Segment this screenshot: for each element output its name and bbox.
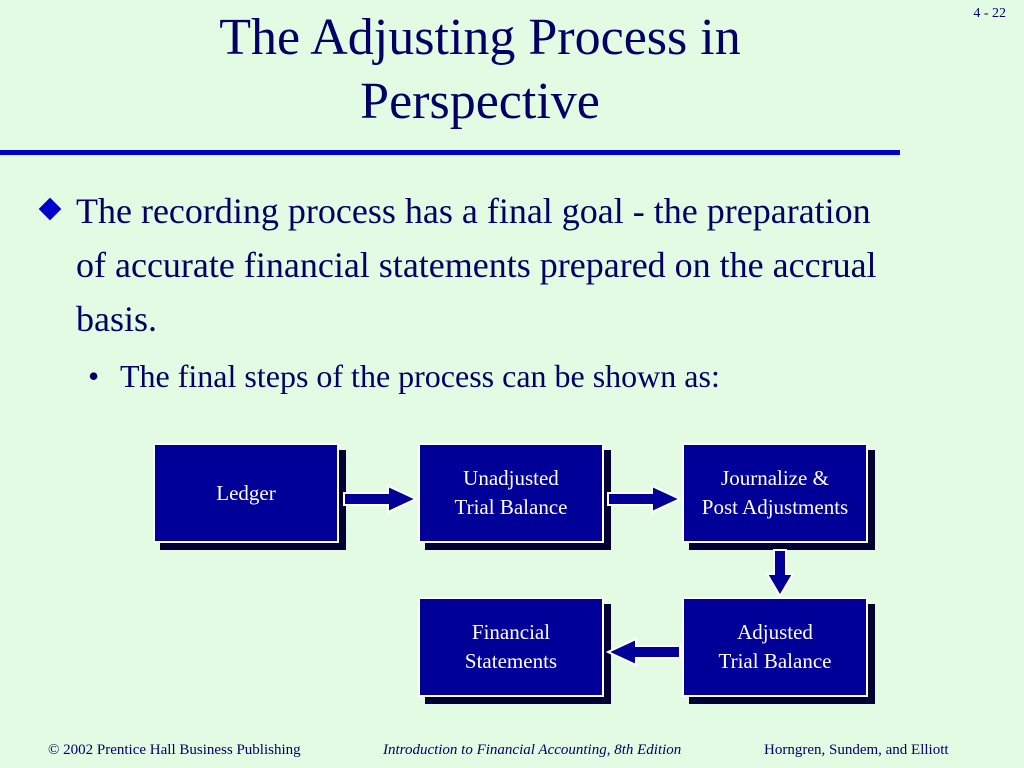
box-unadjusted-trial-balance: Unadjusted Trial Balance [418,443,604,543]
footer-book-title: Introduction to Financial Accounting, 8t… [383,742,682,758]
slide-title: The Adjusting Process in Perspective [0,6,960,134]
title-line-1: The Adjusting Process in [219,9,741,66]
dot-bullet-icon: • [88,358,100,394]
box-journalize-post-adjustments: Journalize & Post Adjustments [682,443,868,543]
title-line-2: Perspective [360,73,600,130]
arrow-right-icon [343,484,418,514]
arrow-right-icon [607,484,682,514]
sub-bullet-text: The final steps of the process can be sh… [120,358,720,394]
footer-authors: Horngren, Sundem, and Elliott [764,742,949,758]
page-number: 4 - 22 [973,6,1006,21]
title-underline [0,150,900,155]
diamond-bullet-icon [38,197,62,221]
arrow-left-icon [606,637,681,667]
footer-copyright: © 2002 Prentice Hall Business Publishing [48,742,301,758]
sub-bullet: • The final steps of the process can be … [88,354,908,398]
main-bullet: The recording process has a final goal -… [38,184,900,346]
main-bullet-text: The recording process has a final goal -… [76,191,877,339]
box-financial-statements: Financial Statements [418,597,604,697]
box-adjusted-trial-balance: Adjusted Trial Balance [682,597,868,697]
box-ledger: Ledger [153,443,339,543]
arrow-down-icon [765,549,795,598]
